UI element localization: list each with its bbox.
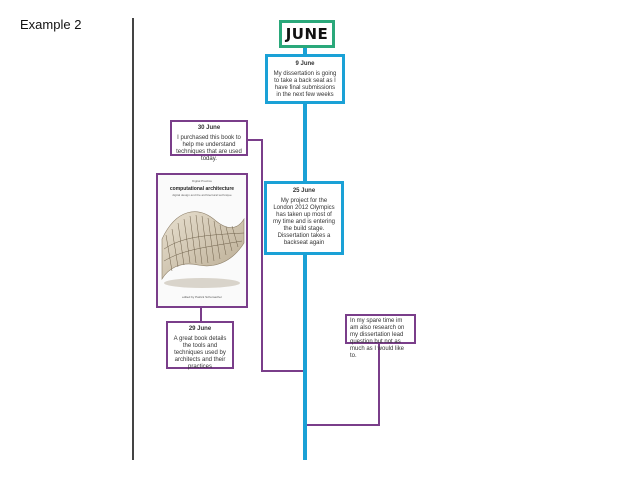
connector-book-bottom bbox=[261, 370, 305, 372]
timeline-entry: 9 June My dissertation is going to take … bbox=[265, 54, 345, 104]
book-title: computational architecture bbox=[169, 186, 235, 192]
entry-text: My project for the London 2012 Olympics … bbox=[272, 198, 336, 246]
book-sculpture-illustration bbox=[161, 211, 245, 288]
book-editors: edited by Patrick Schumacher bbox=[182, 295, 222, 299]
entry-date: 29 June bbox=[188, 326, 212, 332]
book-subtitle: digital design and the architectural tec… bbox=[172, 193, 232, 197]
entry-date: 9 June bbox=[295, 61, 315, 67]
entry-text: My dissertation is going to take a back … bbox=[273, 71, 337, 98]
vertical-divider bbox=[132, 18, 134, 460]
connector-spare-vertical bbox=[378, 344, 380, 426]
connector-book-top bbox=[248, 139, 263, 141]
slide-label: Example 2 bbox=[20, 17, 82, 32]
entry-date: 25 June bbox=[292, 188, 316, 194]
timeline-entry: In my spare time im am also research on … bbox=[345, 314, 416, 359]
timeline-entry: 30 June I purchased this book to help me… bbox=[170, 120, 248, 162]
entry-date: 30 June bbox=[197, 125, 221, 131]
book-series: Digital Practice bbox=[191, 179, 212, 183]
entry-text: A great book details the tools and techn… bbox=[173, 336, 227, 370]
timeline-entry: 29 June A great book details the tools a… bbox=[166, 321, 234, 370]
timeline-entry: 25 June My project for the London 2012 O… bbox=[264, 181, 344, 255]
connector-book-stem bbox=[200, 308, 202, 321]
entry-text: I purchased this book to help me underst… bbox=[176, 135, 242, 162]
book-cover-image: Digital Practice computational architect… bbox=[156, 173, 248, 308]
connector-book-vertical bbox=[261, 139, 263, 372]
month-heading: JUNE bbox=[279, 20, 335, 48]
entry-text: In my spare time im am also research on … bbox=[350, 318, 405, 359]
connector-spare-horizontal bbox=[306, 424, 380, 426]
